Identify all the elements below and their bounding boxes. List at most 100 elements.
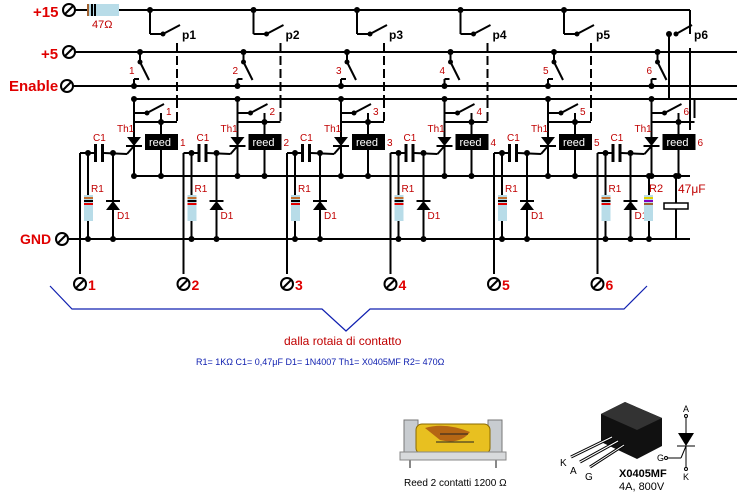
sym-k-label: K — [683, 472, 689, 482]
thyristor-icon — [334, 137, 348, 146]
thyristor-part-rating: 4A, 800V — [619, 481, 665, 493]
label-v5: +5 — [41, 46, 58, 63]
enable-switch-label: 1 — [129, 66, 135, 77]
thyristor-label: Th1 — [221, 124, 239, 135]
reed-coil — [559, 134, 592, 150]
push-label: p2 — [286, 28, 300, 42]
thyristor-package: K A G X0405MF 4A, 800V — [560, 402, 667, 493]
reed-number: 1 — [180, 138, 186, 149]
bracket-caption: dalla rotaia di contatto — [284, 334, 402, 348]
resistor-label: R1 — [609, 184, 622, 195]
diode-icon — [209, 201, 224, 210]
terminal-v15: +15 — [33, 3, 76, 21]
diode-label: D1 — [428, 211, 441, 222]
diode-icon — [623, 201, 638, 210]
resistor-label: R1 — [298, 184, 311, 195]
reed-coil — [248, 134, 282, 150]
reed-coil — [455, 134, 489, 150]
enable-switch-label: 6 — [647, 66, 653, 77]
capacitor-label: C1 — [611, 133, 624, 144]
reed-number: 3 — [387, 138, 393, 149]
diode-label: D1 — [635, 211, 648, 222]
relay-contact-label: 2 — [270, 107, 276, 118]
capacitor-icon — [94, 144, 97, 162]
push-label: p3 — [389, 28, 403, 42]
enable-switch-label: 4 — [440, 66, 446, 77]
thyristor-label: Th1 — [531, 124, 549, 135]
push-label: p5 — [596, 28, 610, 42]
resistor-label: R1 — [91, 184, 104, 195]
label-enable: Enable — [9, 78, 58, 95]
track-number: 3 — [295, 277, 303, 293]
track-number: 6 — [606, 277, 614, 293]
track-number: 2 — [192, 277, 200, 293]
relay-contact-label: 6 — [684, 107, 690, 118]
thyristor-icon — [437, 137, 452, 146]
thyristor-label: Th1 — [635, 124, 653, 135]
capacitor-icon — [508, 144, 511, 162]
diode-label: D1 — [221, 211, 234, 222]
reed-label: reed — [563, 137, 585, 149]
resistor-label: R1 — [505, 184, 518, 195]
sym-a-label: A — [683, 404, 689, 414]
capacitor-47uf — [663, 202, 689, 210]
reed-label: reed — [149, 137, 171, 149]
resistor-icon — [394, 195, 404, 221]
reed-number: 5 — [594, 138, 600, 149]
reed-coil — [352, 134, 385, 150]
thyristor-part-name: X0405MF — [619, 468, 667, 480]
component-values: R1= 1KΩ C1= 0,47μF D1= 1N4007 Th1= X0405… — [196, 357, 445, 367]
enable-switch-label: 5 — [543, 66, 549, 77]
pin-a-label: A — [570, 466, 577, 477]
terminal-enable: Enable — [9, 78, 74, 95]
track-number: 1 — [88, 277, 96, 293]
label-gnd: GND — [20, 231, 51, 247]
diode-icon — [106, 201, 120, 210]
enable-switch-label: 3 — [336, 66, 342, 77]
resistor-icon — [601, 195, 611, 221]
pin-g-label: G — [585, 472, 593, 483]
track-number: 4 — [399, 277, 407, 293]
capacitor-icon — [611, 144, 615, 162]
capacitor-label: C1 — [93, 133, 106, 144]
reed-number: 2 — [284, 138, 290, 149]
capacitor-icon — [404, 144, 408, 162]
push-label-p6: p6 — [694, 28, 708, 42]
resistor-icon — [291, 195, 300, 221]
r2-label: R2 — [649, 183, 663, 195]
output-filter: R2 47μF — [644, 173, 706, 242]
series-resistor: 47Ω — [75, 4, 119, 31]
p6-switch-group: p6 — [666, 10, 708, 130]
diode-icon — [416, 201, 431, 210]
pin-k-label: K — [560, 458, 567, 469]
resistor-icon — [84, 195, 93, 221]
thyristor-icon — [127, 137, 141, 146]
thyristor-label: Th1 — [428, 124, 446, 135]
terminal-gnd: GND — [20, 231, 69, 247]
track-number: 5 — [502, 277, 510, 293]
capacitor-label: C1 — [507, 133, 520, 144]
reed-label: reed — [460, 137, 482, 149]
diode-icon — [313, 201, 327, 210]
capacitor-label: C1 — [300, 133, 313, 144]
capacitor-47uf-label: 47μF — [678, 182, 706, 196]
resistor-icon — [187, 195, 197, 221]
series-resistor-value: 47Ω — [92, 19, 112, 31]
reed-number: 4 — [491, 138, 497, 149]
resistor-label: R1 — [195, 184, 208, 195]
capacitor-label: C1 — [404, 133, 417, 144]
capacitor-label: C1 — [197, 133, 210, 144]
relay-contact-label: 5 — [580, 107, 586, 118]
capacitor-icon — [301, 144, 304, 162]
reed-number: 6 — [698, 138, 704, 149]
thyristor-icon — [644, 137, 659, 146]
sym-g-label: G — [657, 453, 664, 463]
